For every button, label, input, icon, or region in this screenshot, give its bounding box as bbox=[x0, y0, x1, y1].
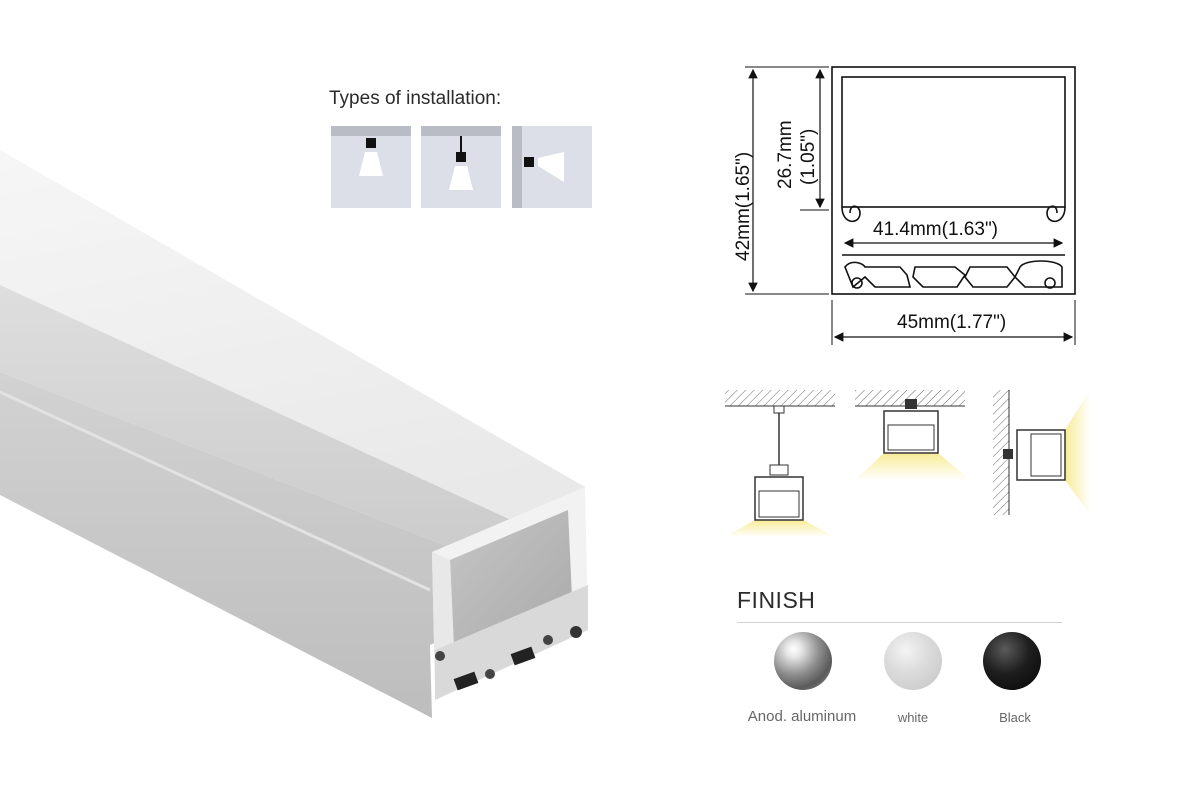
installation-ceiling-icon bbox=[331, 126, 411, 208]
installation-title: Types of installation: bbox=[329, 88, 502, 109]
inner-height-inch-label: (1.05") bbox=[798, 129, 819, 185]
aluminum-body bbox=[0, 372, 560, 718]
installation-pendant-icon bbox=[421, 126, 501, 208]
outer-width-label: 45mm(1.77") bbox=[897, 312, 1006, 333]
finish-swatch-white bbox=[884, 632, 942, 690]
finish-label-white: white bbox=[897, 710, 929, 725]
ceiling-mount-diagram bbox=[855, 390, 970, 480]
finish-swatch-anodized bbox=[774, 632, 832, 690]
product-image bbox=[0, 150, 588, 718]
dimension-drawing: 42mm(1.65") 26.7mm (1.05") 41.4mm(1.63")… bbox=[733, 66, 1076, 345]
inner-width-label: 41.4mm(1.63") bbox=[873, 219, 998, 240]
diffuser-top bbox=[0, 150, 585, 548]
finish-title: FINISH bbox=[737, 587, 816, 613]
finish-swatch-black bbox=[983, 632, 1041, 690]
total-height-label: 42mm(1.65") bbox=[733, 152, 754, 261]
diffuser-side bbox=[0, 285, 572, 590]
profile-cross-section bbox=[831, 66, 1076, 295]
installation-wall-icon bbox=[512, 126, 592, 208]
pendant-mount-diagram bbox=[725, 390, 835, 537]
mounting-diagrams bbox=[725, 390, 1090, 537]
finish-divider bbox=[737, 622, 1062, 623]
finish-label-black: Black bbox=[999, 710, 1031, 725]
inner-height-label: 26.7mm bbox=[775, 120, 796, 189]
finish-label-anodized: Anod. aluminum bbox=[747, 708, 857, 725]
wall-mount-diagram bbox=[993, 390, 1090, 515]
